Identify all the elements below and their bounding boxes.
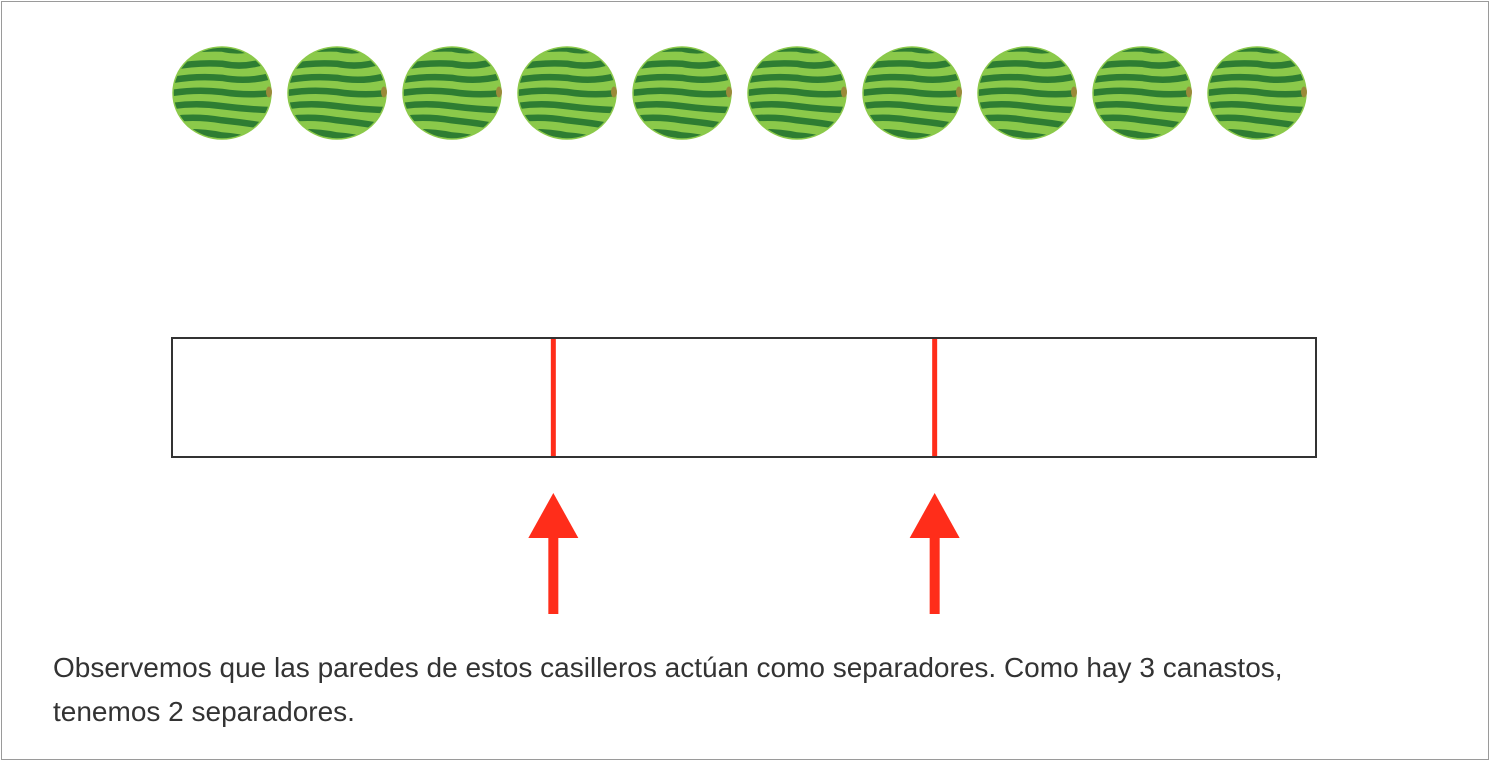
- basket-box: [171, 337, 1317, 458]
- watermelon-icon: [1207, 46, 1307, 140]
- watermelon-icon: [402, 46, 502, 140]
- watermelon-row: [172, 46, 1307, 140]
- watermelon-icon: [287, 46, 387, 140]
- arrow-up-icon: [909, 493, 960, 614]
- arrow-up-icon: [528, 493, 579, 614]
- watermelon-icon: [632, 46, 732, 140]
- watermelon-icon: [172, 46, 272, 140]
- watermelon-icon: [977, 46, 1077, 140]
- watermelon-icon: [747, 46, 847, 140]
- watermelon-icon: [517, 46, 617, 140]
- watermelon-icon: [862, 46, 962, 140]
- caption-text: Observemos que las paredes de estos casi…: [53, 652, 1283, 727]
- separator-group: [550, 339, 938, 456]
- watermelon-icon: [1092, 46, 1192, 140]
- arrow-group: [528, 493, 960, 614]
